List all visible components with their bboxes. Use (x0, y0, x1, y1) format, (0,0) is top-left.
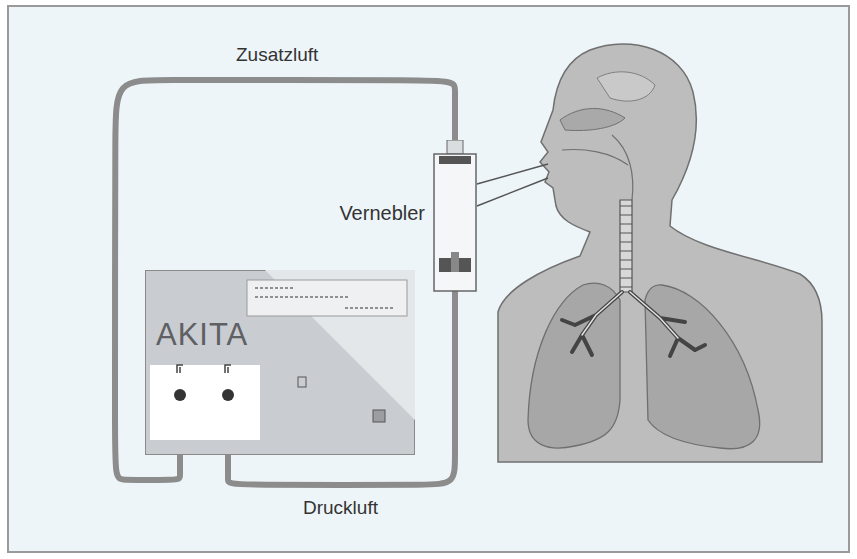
port-panel (150, 365, 260, 440)
device-face (145, 270, 415, 455)
nebulizer: Vernebler (433, 140, 477, 292)
display (247, 280, 407, 316)
button (373, 410, 385, 422)
bronchi (562, 292, 705, 356)
tube-label: Zusatzluft (233, 44, 321, 66)
icon (298, 377, 306, 387)
tube-label: Druckluft (300, 497, 381, 519)
device-box: AKITA (145, 270, 415, 455)
port-symbol (177, 365, 183, 373)
air-tube (115, 80, 455, 480)
part-label: Vernebler (339, 202, 425, 225)
trachea (620, 200, 632, 292)
frame (8, 6, 849, 552)
nebulizer-body (433, 140, 477, 292)
human-figure (498, 44, 822, 462)
device-name: AKITA (156, 317, 248, 353)
port-symbol (225, 365, 231, 373)
lung (645, 285, 760, 449)
mouthpiece (477, 164, 548, 206)
port (174, 389, 186, 401)
port (222, 389, 234, 401)
